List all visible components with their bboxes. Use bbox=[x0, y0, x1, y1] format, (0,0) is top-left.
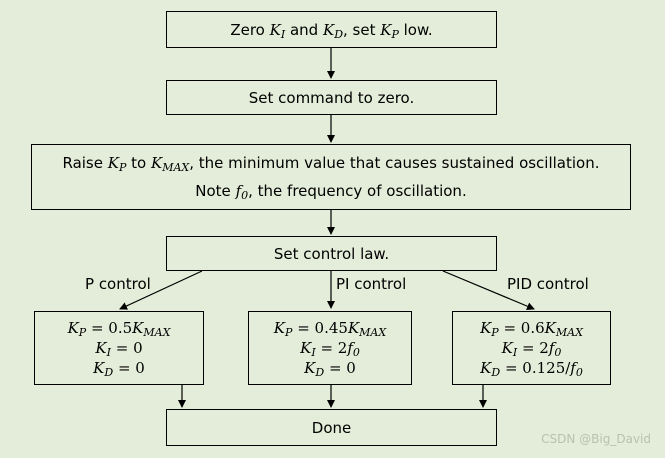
zero-gains-box: Zero KI and KD, set KP low. bbox=[166, 11, 497, 48]
raise-kp-line1: Raise KP to KMAX, the minimum value that… bbox=[62, 154, 600, 174]
done-text: Done bbox=[311, 418, 352, 437]
raise-kp-box: Raise KP to KMAX, the minimum value that… bbox=[31, 144, 631, 210]
arrow-law-to-p bbox=[119, 270, 203, 310]
watermark: CSDN @Big_David bbox=[541, 432, 651, 446]
pid-control-label: PID control bbox=[505, 275, 591, 293]
pid-kp-formula: KP = 0.6KMAX bbox=[480, 319, 583, 339]
p-kd-formula: KD = 0 bbox=[93, 359, 145, 379]
done-box: Done bbox=[166, 409, 497, 446]
pi-control-gains-box: KP = 0.45KMAX KI = 2f0 KD = 0 bbox=[248, 311, 412, 385]
p-kp-formula: KP = 0.5KMAX bbox=[67, 319, 171, 339]
pid-ki-formula: KI = 2f0 bbox=[501, 339, 562, 359]
control-law-box: Set control law. bbox=[166, 236, 497, 271]
set-command-box: Set command to zero. bbox=[166, 80, 497, 115]
arrow-law-to-pid bbox=[442, 270, 535, 310]
raise-kp-line2: Note f0, the frequency of oscillation. bbox=[195, 182, 467, 202]
p-control-gains-box: KP = 0.5KMAX KI = 0 KD = 0 bbox=[34, 311, 204, 385]
p-ki-formula: KI = 0 bbox=[95, 339, 143, 359]
zero-gains-text: Zero KI and KD, set KP low. bbox=[230, 20, 433, 41]
p-control-label: P control bbox=[83, 275, 153, 293]
pi-control-label: PI control bbox=[334, 275, 409, 293]
pi-kd-formula: KD = 0 bbox=[304, 359, 356, 379]
pid-kd-formula: KD = 0.125/f0 bbox=[480, 359, 583, 379]
pid-control-gains-box: KP = 0.6KMAX KI = 2f0 KD = 0.125/f0 bbox=[452, 311, 611, 385]
pi-kp-formula: KP = 0.45KMAX bbox=[273, 319, 387, 339]
pi-ki-formula: KI = 2f0 bbox=[300, 339, 360, 359]
control-law-text: Set control law. bbox=[273, 244, 390, 263]
set-command-text: Set command to zero. bbox=[248, 88, 415, 107]
